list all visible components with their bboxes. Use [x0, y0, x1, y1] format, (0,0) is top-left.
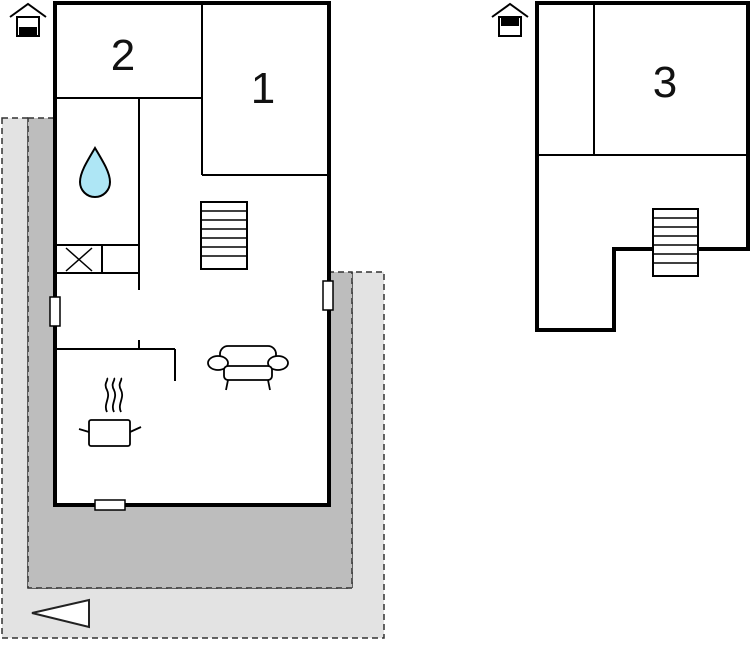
upper-floor-outline	[535, 1, 750, 332]
upper-floor: 3	[535, 1, 750, 332]
cabinet-x-icon	[65, 247, 93, 272]
room-label: 2	[111, 31, 135, 80]
sofa-icon	[207, 345, 289, 391]
room-label: 1	[251, 64, 275, 113]
house-ground-floor-icon	[9, 2, 47, 37]
room-label: 3	[653, 58, 677, 107]
cooking-pot-icon	[78, 377, 142, 447]
window	[322, 280, 334, 311]
house-upper-floor-icon	[491, 2, 529, 37]
stairs-icon	[652, 208, 699, 277]
window	[49, 296, 61, 327]
ground-floor: 2 1	[49, 1, 334, 511]
stairs-icon	[200, 201, 248, 270]
window	[94, 499, 126, 511]
entrance-arrow-icon	[31, 598, 90, 629]
water-drop-icon	[78, 146, 112, 198]
